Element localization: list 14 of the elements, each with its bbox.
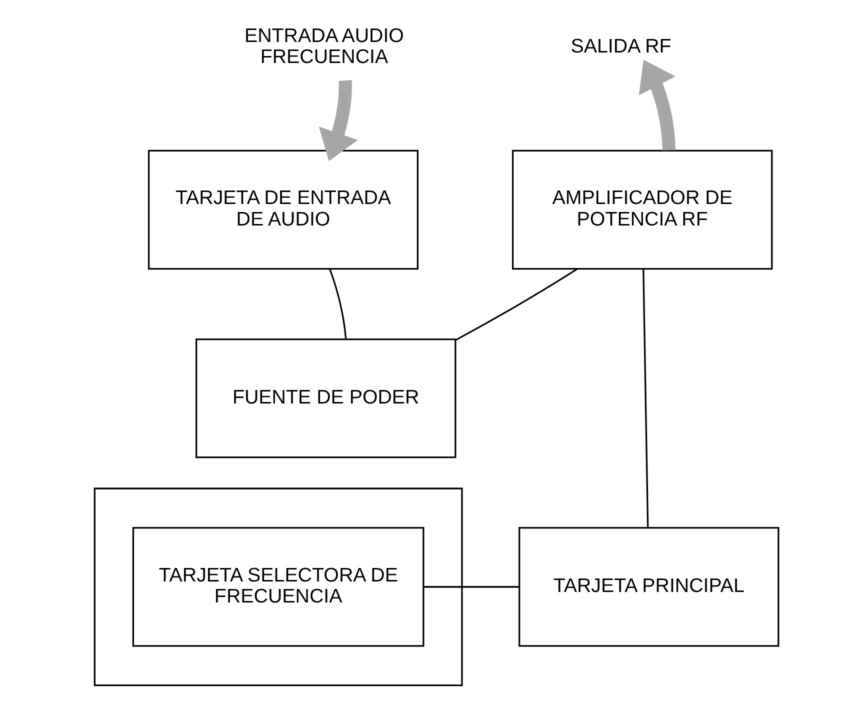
cluster — [93, 488, 462, 686]
node-text: SALIDA RF — [570, 35, 671, 58]
node-box: AMPLIFICADOR DE POTENCIA RF — [511, 150, 772, 270]
node-text: ENTRADA AUDIO FRECUENCIA — [244, 24, 404, 68]
node-box: TARJETA SELECTORA DE FRECUENCIA — [132, 527, 424, 647]
connector — [328, 268, 346, 340]
arrow — [638, 60, 676, 151]
connector — [454, 268, 578, 341]
arrow — [318, 80, 358, 162]
node-box: TARJETA DE ENTRADA DE AUDIO — [147, 150, 418, 270]
node-box: TARJETA PRINCIPAL — [518, 527, 779, 647]
connector — [423, 586, 519, 588]
node-box: FUENTE DE PODER — [195, 338, 456, 458]
connector — [642, 268, 648, 528]
